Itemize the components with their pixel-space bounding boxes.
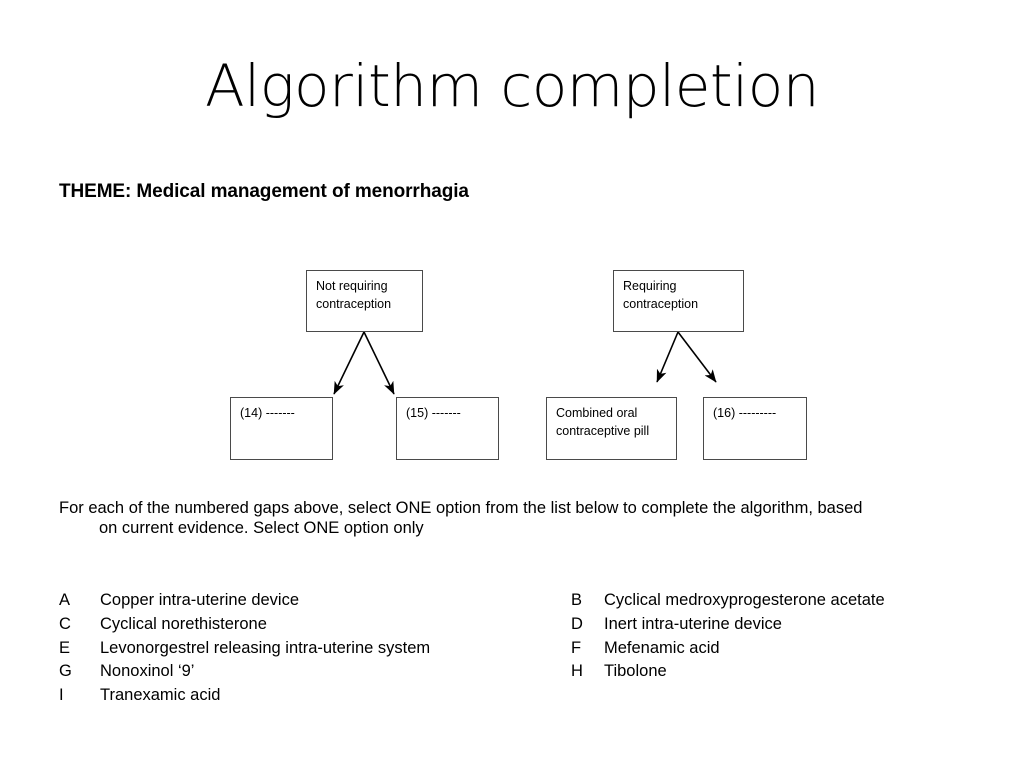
option-letter-g: G [59, 662, 72, 681]
option-letter-h: H [571, 662, 583, 681]
diagram-node-combined-oral-contraceptive-pill: Combined oral contraceptive pill [546, 397, 677, 460]
arrow-not-requiring-to-gap-15 [363, 331, 395, 395]
diagram-node-requiring-contraception: Requiring contraception [613, 270, 744, 332]
arrow-requiring-to-gap-16 [677, 331, 717, 383]
option-letter-a: A [59, 591, 71, 609]
option-list-right: B Cyclical medroxyprogesterone acetate D I… [571, 589, 991, 684]
instruction-line-2: on current evidence. Select ONE option o… [99, 519, 424, 538]
option-text-f: Mefenamic acid [604, 638, 720, 657]
option-item-a[interactable]: A Copper intra-uterine device [59, 589, 559, 613]
option-item-b[interactable]: B Cyclical medroxyprogesterone acetate [571, 589, 991, 613]
option-text-g: Nonoxinol ‘9’ [100, 662, 195, 681]
option-text-b: Cyclical medroxyprogesterone acetate [604, 591, 885, 609]
diagram-node-gap-16: (16) --------- [703, 397, 807, 460]
option-letter-f: F [571, 638, 582, 657]
theme-heading: THEME: Medical management of menorrhagia [59, 181, 469, 202]
option-item-g[interactable]: G Nonoxinol ‘9’ [59, 660, 559, 684]
diagram-node-gap-14: (14) ------- [230, 397, 333, 460]
option-list-left: A Copper intra-uterine device C Cyclical n… [59, 589, 559, 708]
diagram-node-gap-15: (15) ------- [396, 397, 499, 460]
arrow-requiring-to-combined-oral [656, 331, 679, 383]
instruction-paragraph: For each of the numbered gaps above, sel… [59, 498, 964, 539]
option-item-h[interactable]: H Tibolone [571, 660, 991, 684]
option-text-c: Cyclical norethisterone [100, 614, 267, 633]
option-letter-d: D [571, 614, 583, 633]
diagram-node-not-requiring-contraception: Not requiring contraception [306, 270, 423, 332]
option-text-a: Copper intra-uterine device [100, 591, 300, 609]
page-title: Algorithm completion [204, 52, 820, 120]
option-item-e[interactable]: E Levonorgestrel releasing intra-uterine … [59, 637, 559, 661]
option-item-d[interactable]: D Inert intra-uterine device [571, 613, 991, 637]
instruction-line-1: For each of the numbered gaps above, sel… [59, 499, 863, 517]
option-letter-i: I [59, 686, 64, 705]
option-item-i[interactable]: I Tranexamic acid [59, 684, 559, 708]
option-letter-c: C [59, 614, 71, 633]
option-letter-b: B [571, 591, 583, 609]
option-item-f[interactable]: F Mefenamic acid [571, 637, 991, 661]
arrow-not-requiring-to-gap-14 [333, 331, 365, 395]
option-text-d: Inert intra-uterine device [604, 614, 782, 633]
option-text-e: Levonorgestrel releasing intra-uterine s… [100, 638, 431, 657]
option-text-i: Tranexamic acid [100, 686, 221, 705]
option-text-h: Tibolone [604, 662, 667, 681]
option-letter-e: E [59, 638, 71, 657]
option-item-c[interactable]: C Cyclical norethisterone [59, 613, 559, 637]
